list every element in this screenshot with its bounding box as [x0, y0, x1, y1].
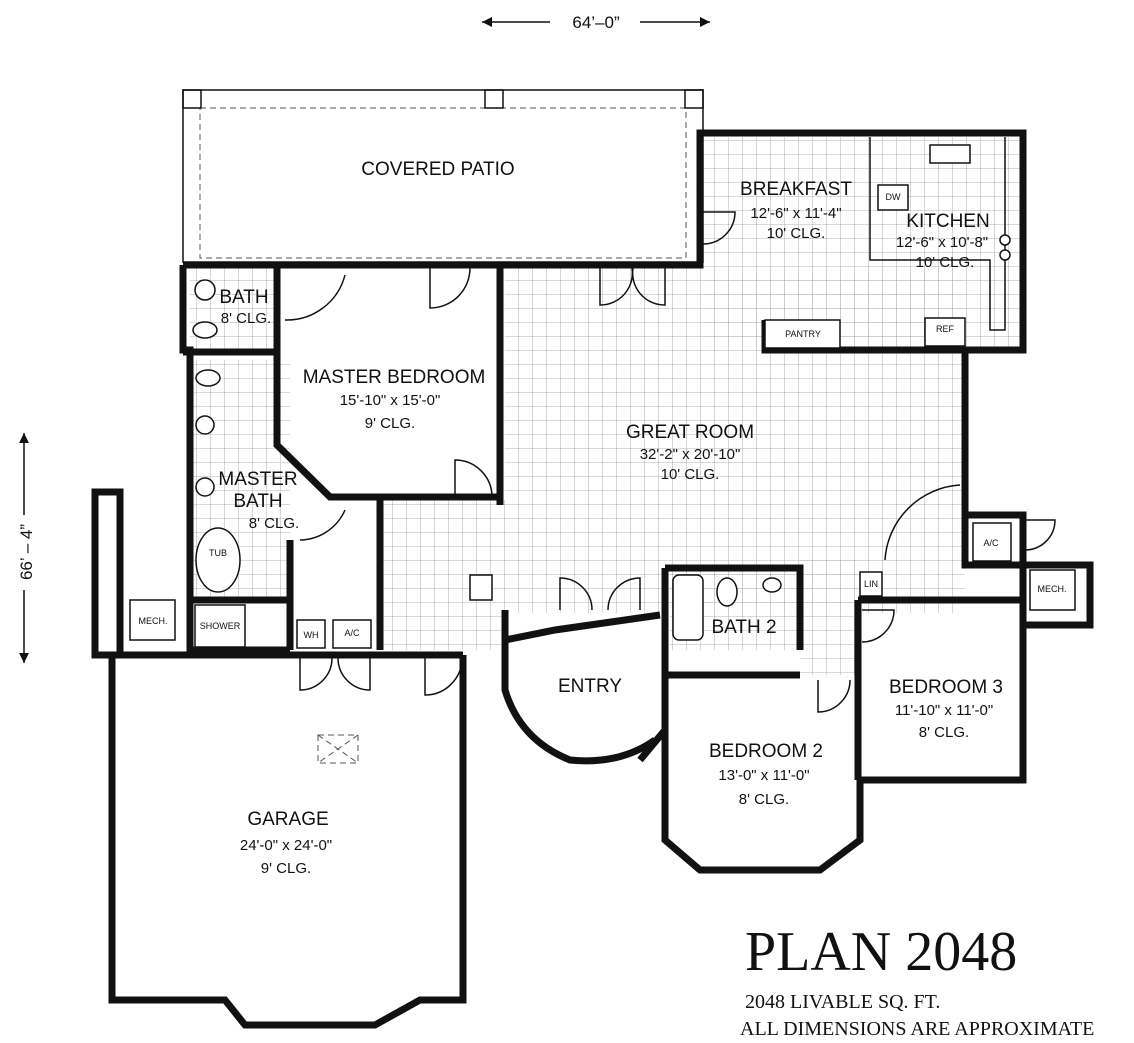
- bedroom2-size: 13'-0" x 11'-0": [718, 767, 809, 784]
- ref-label: REF: [936, 324, 955, 334]
- ac-left-label: A/C: [344, 628, 360, 638]
- breakfast-size: 12'-6" x 11'-4": [750, 205, 841, 222]
- bedroom3-ceiling: 8' CLG.: [919, 724, 969, 741]
- bedroom2-ceiling: 8' CLG.: [739, 791, 789, 808]
- bedroom2-label: BEDROOM 2: [709, 741, 823, 762]
- covered-patio-label: COVERED PATIO: [361, 159, 514, 180]
- depth-label: 66’ – 4”: [17, 524, 36, 580]
- wh-label: WH: [304, 630, 319, 640]
- pantry-label: PANTRY: [785, 329, 821, 339]
- breakfast-label: BREAKFAST: [740, 179, 852, 200]
- kitchen-size: 12'-6" x 10'-8": [896, 234, 988, 251]
- room-labels: COVERED PATIO BREAKFAST 12'-6" x 11'-4" …: [218, 159, 1003, 877]
- great-room-ceiling: 10' CLG.: [661, 466, 720, 483]
- master-bedroom-ceiling: 9' CLG.: [365, 415, 415, 432]
- bath-ceiling: 8' CLG.: [221, 310, 271, 327]
- bath2-label: BATH 2: [711, 617, 776, 638]
- ac-right-label: A/C: [983, 538, 999, 548]
- plan-title-block: PLAN 2048 2048 LIVABLE SQ. FT. ALL DIMEN…: [740, 921, 1094, 1040]
- bedroom3-label: BEDROOM 3: [889, 677, 1003, 698]
- breakfast-ceiling: 10' CLG.: [767, 225, 826, 242]
- entry-label: ENTRY: [558, 676, 622, 697]
- kitchen-counters: [764, 137, 1011, 349]
- master-bedroom-size: 15'-10" x 15'-0": [340, 392, 441, 409]
- master-bath-ceiling: 8' CLG.: [249, 515, 299, 532]
- kitchen-ceiling: 10' CLG.: [916, 254, 975, 271]
- master-bath-label-2: BATH: [233, 491, 282, 512]
- master-bath-label-1: MASTER: [218, 469, 297, 490]
- exterior-walls: [91, 129, 1094, 1029]
- garage-size: 24'-0" x 24'-0": [240, 837, 332, 854]
- bedroom3-size: 11'-10" x 11'-0": [895, 702, 993, 719]
- dw-label: DW: [886, 192, 901, 202]
- kitchen-label: KITCHEN: [906, 211, 989, 232]
- width-dimension: 64’–0”: [482, 13, 710, 32]
- bath-label: BATH: [219, 287, 268, 308]
- shower-label: SHOWER: [200, 621, 241, 631]
- lin-label: LIN: [864, 579, 878, 589]
- bath-fixtures: [129, 279, 1076, 764]
- livable-sqft: 2048 LIVABLE SQ. FT.: [745, 991, 940, 1013]
- door-swings: [284, 211, 1056, 713]
- great-room-size: 32'-2" x 20'-10": [640, 446, 741, 463]
- fixture-labels: DW PANTRY REF TUB SHOWER MECH. MECH. WH …: [139, 192, 1067, 640]
- garage-label: GARAGE: [247, 809, 328, 830]
- tub-label: TUB: [209, 548, 227, 558]
- dimensions-disclaimer: ALL DIMENSIONS ARE APPROXIMATE: [740, 1018, 1094, 1040]
- master-bedroom-label: MASTER BEDROOM: [303, 367, 486, 388]
- great-room-label: GREAT ROOM: [626, 422, 754, 443]
- width-label: 64’–0”: [572, 13, 620, 32]
- mech-right-label: MECH.: [1038, 584, 1067, 594]
- plan-title: PLAN 2048: [745, 921, 1017, 983]
- depth-dimension: 66’ – 4”: [17, 433, 36, 663]
- mech-left-label: MECH.: [139, 616, 168, 626]
- garage-ceiling: 9' CLG.: [261, 860, 311, 877]
- interior-walls: [183, 265, 1023, 780]
- tile-floor: [190, 137, 1021, 675]
